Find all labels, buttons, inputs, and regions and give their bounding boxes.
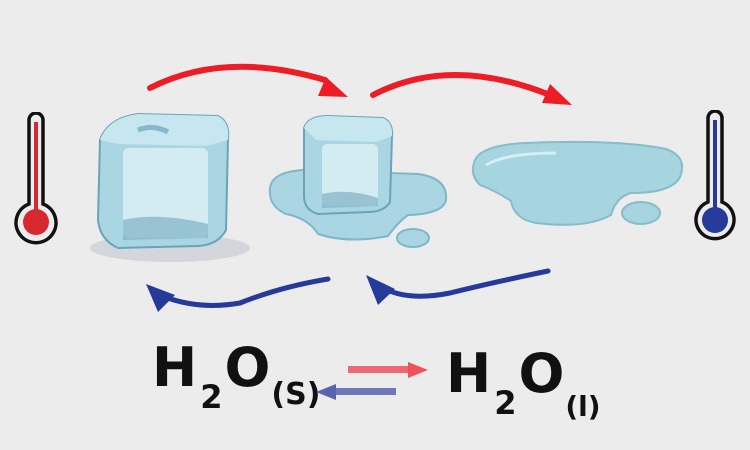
formula-o: O bbox=[224, 336, 272, 399]
formula-subscript: 2 bbox=[200, 378, 223, 416]
formula-subscript: 2 bbox=[494, 384, 517, 422]
state-label-solid: (S) bbox=[271, 377, 321, 412]
solid-water-formula: H2O(S) bbox=[152, 336, 320, 416]
water-puddle-illustration bbox=[466, 135, 691, 230]
liquid-water-formula: H2O(l) bbox=[446, 342, 601, 423]
heating-arrows bbox=[130, 40, 590, 120]
state-label-liquid: (l) bbox=[565, 390, 601, 423]
hot-thermometer-icon bbox=[12, 112, 60, 248]
formula-h: H bbox=[152, 336, 199, 399]
cold-thermometer-icon bbox=[693, 110, 737, 246]
formula-o: O bbox=[518, 342, 566, 405]
equilibrium-arrows-icon bbox=[312, 360, 432, 404]
formula-h: H bbox=[446, 342, 493, 405]
cooling-arrows bbox=[130, 255, 570, 315]
ice-cube-illustration bbox=[78, 100, 258, 270]
melting-ice-illustration bbox=[258, 110, 458, 250]
